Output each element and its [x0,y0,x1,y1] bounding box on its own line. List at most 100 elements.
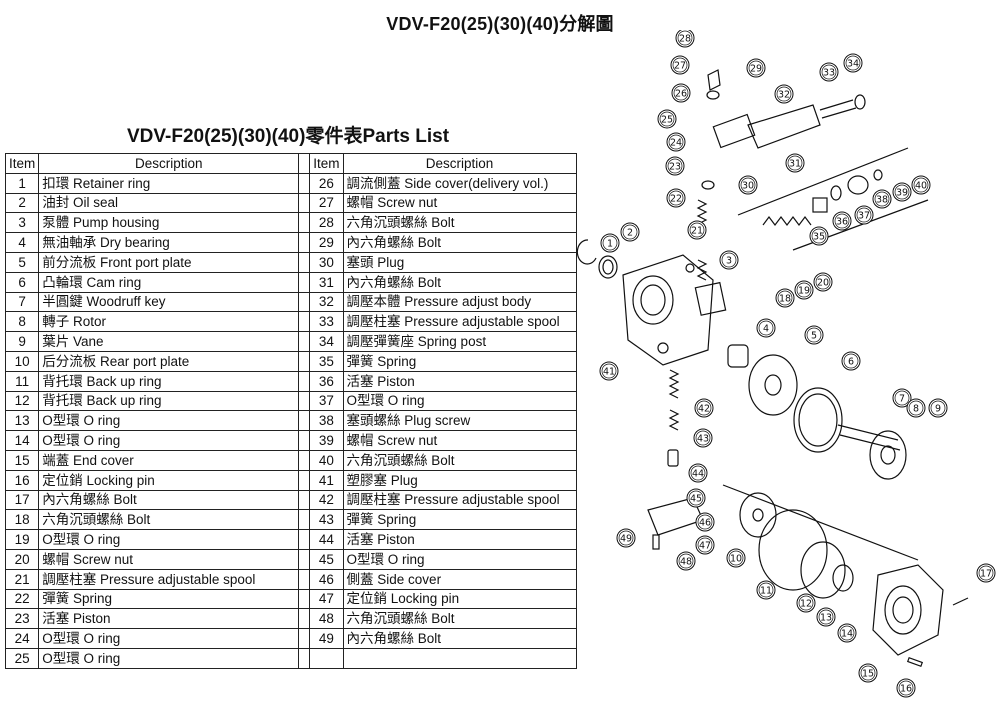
callout-29: 29 [746,58,766,78]
item-number: 13 [4,410,40,432]
part-description: O型環 O ring [38,430,300,451]
item-header: Item [309,153,344,174]
item-number: 38 [309,410,344,432]
callout-19: 19 [794,280,814,300]
part-description: O型環 O ring [38,628,300,649]
callout-18: 18 [775,288,795,308]
part-description: O型環 O ring [342,390,577,412]
callout-9: 9 [928,398,948,418]
callout-label: 49 [620,533,632,544]
item-number: 25 [4,647,40,669]
part-description: 側蓋 Side cover [342,568,577,590]
callout-33: 33 [819,62,839,82]
callout-31: 31 [785,153,805,173]
callout-14: 14 [837,623,857,643]
callout-label: 41 [603,366,615,377]
callout-label: 15 [862,668,874,679]
callout-32: 32 [774,84,794,104]
callout-label: 33 [823,67,835,78]
item-number: 2 [4,192,40,214]
callout-21: 21 [687,220,707,240]
callout-label: 38 [876,194,888,205]
part-description: 塑膠塞 Plug [342,469,577,491]
part-description: 轉子 Rotor [38,311,300,333]
item-number: 17 [4,489,40,511]
callout-label: 43 [697,433,709,444]
item-number: 39 [309,430,344,451]
part-description: 六角沉頭螺絲 Bolt [342,608,577,630]
item-number: 19 [4,529,40,550]
part-description: 塞頭 Plug [342,251,577,273]
callout-label: 26 [675,88,687,99]
item-number: 23 [4,608,40,630]
callout-28: 28 [675,30,695,48]
callout-25: 25 [657,109,677,129]
callout-label: 5 [811,330,817,341]
callout-label: 36 [836,216,848,227]
item-number: 4 [4,232,40,253]
callout-8: 8 [906,398,926,418]
callout-label: 46 [699,517,711,528]
item-number: 34 [309,331,344,352]
part-description: 螺帽 Screw nut [38,548,300,570]
part-description: 凸輪環 Cam ring [38,271,300,293]
callout-13: 13 [816,607,836,627]
item-number: 43 [309,509,344,531]
part-description: 調流側蓋 Side cover(delivery vol.) [342,172,577,194]
callout-20: 20 [813,272,833,292]
item-number: 32 [309,291,344,313]
callout-3: 3 [719,250,739,270]
callout-27: 27 [670,55,690,75]
part-description: 調壓柱塞 Pressure adjustable spool [342,311,577,333]
item-number: 21 [4,568,40,590]
callout-label: 4 [763,323,769,334]
item-number: 18 [4,509,40,531]
part-description: 端蓋 End cover [38,449,300,471]
item-number: 35 [309,350,344,372]
item-number: 41 [309,469,344,491]
callout-label: 10 [730,553,742,564]
part-description: 六角沉頭螺絲 Bolt [38,509,300,531]
callout-41: 41 [599,361,619,381]
item-number: 40 [309,449,344,471]
part-description: 內六角螺絲 Bolt [342,628,577,649]
item-number: 11 [4,370,40,392]
callout-12: 12 [796,593,816,613]
item-number: 14 [4,430,40,451]
callout-label: 30 [742,180,754,191]
item-number: 45 [309,548,344,570]
description-header: Description [38,153,300,174]
callout-label: 17 [980,568,992,579]
pump-housing-drawing [622,254,727,366]
callout-label: 19 [798,285,810,296]
callout-42: 42 [694,398,714,418]
part-description: O型環 O ring [38,410,300,432]
callout-label: 37 [858,210,870,221]
item-number: 7 [4,291,40,313]
item-number: 36 [309,370,344,392]
callout-26: 26 [671,83,691,103]
item-number: 15 [4,449,40,471]
item-number: 1 [4,172,40,194]
item-number: 16 [4,469,40,491]
part-description: 彈簧 Spring [342,509,577,531]
part-description [342,647,577,669]
callout-35: 35 [809,226,829,246]
